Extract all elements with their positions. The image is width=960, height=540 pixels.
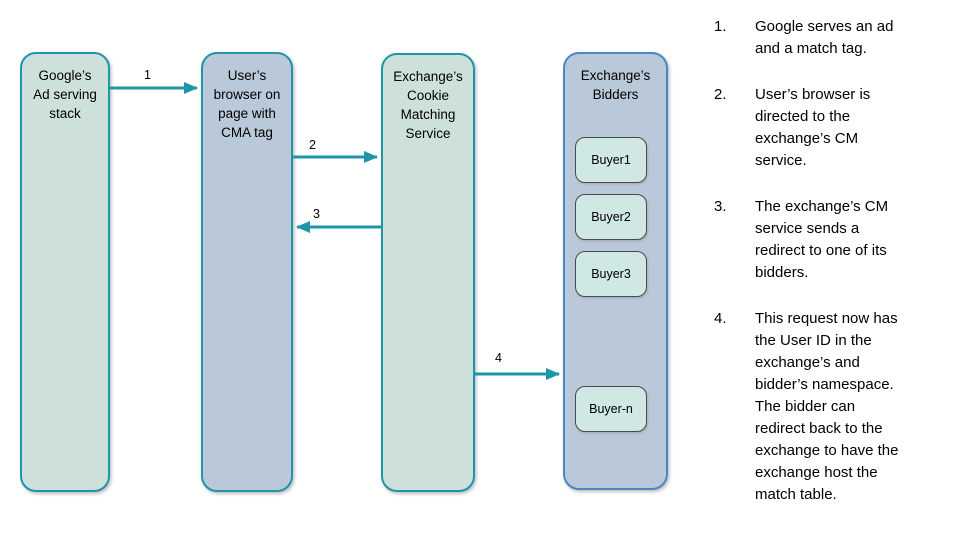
buyer-box-1: Buyer1 bbox=[575, 137, 647, 183]
buyer-box-2: Buyer2 bbox=[575, 194, 647, 240]
step-4-number: 4. bbox=[714, 310, 727, 327]
step-item-3: 3. The exchange’s CM service sends a red… bbox=[714, 196, 952, 284]
node-exchange-cm-service-label: Exchange’s Cookie Matching Service bbox=[393, 69, 463, 141]
node-exchange-bidders-label: Exchange’s Bidders bbox=[580, 68, 651, 102]
buyer-box-2-label: Buyer2 bbox=[591, 210, 631, 224]
node-google-ad-stack: Google’s Ad serving stack bbox=[20, 52, 110, 492]
node-exchange-cm-service: Exchange’s Cookie Matching Service bbox=[381, 53, 475, 492]
step-1-number: 1. bbox=[714, 18, 727, 35]
node-user-browser-label: User’s browser on page with CMA tag bbox=[213, 68, 281, 140]
buyer-box-n-label: Buyer-n bbox=[589, 402, 633, 416]
step-item-1: 1. Google serves an ad and a match tag. bbox=[714, 16, 952, 60]
step-2-number: 2. bbox=[714, 86, 727, 103]
arrow-3-label: 3 bbox=[313, 207, 320, 221]
arrow-2-label: 2 bbox=[309, 138, 316, 152]
arrow-1-label: 1 bbox=[144, 68, 151, 82]
node-user-browser: User’s browser on page with CMA tag bbox=[201, 52, 293, 492]
step-1-text: Google serves an ad and a match tag. bbox=[755, 18, 894, 57]
step-item-4: 4. This request now has the User ID in t… bbox=[714, 308, 952, 506]
buyer-box-3-label: Buyer3 bbox=[591, 267, 631, 281]
buyer-box-3: Buyer3 bbox=[575, 251, 647, 297]
step-item-2: 2. User’s browser is directed to the exc… bbox=[714, 84, 952, 172]
arrow-4-label: 4 bbox=[495, 351, 502, 365]
step-3-number: 3. bbox=[714, 198, 727, 215]
step-4-text: This request now has the User ID in the … bbox=[755, 310, 899, 503]
buyer-box-1-label: Buyer1 bbox=[591, 153, 631, 167]
step-3-text: The exchange’s CM service sends a redire… bbox=[755, 198, 889, 281]
buyer-box-n: Buyer-n bbox=[575, 386, 647, 432]
node-google-ad-stack-label: Google’s Ad serving stack bbox=[33, 68, 97, 121]
step-2-text: User’s browser is directed to the exchan… bbox=[755, 86, 871, 169]
steps-list: 1. Google serves an ad and a match tag. … bbox=[714, 16, 952, 530]
